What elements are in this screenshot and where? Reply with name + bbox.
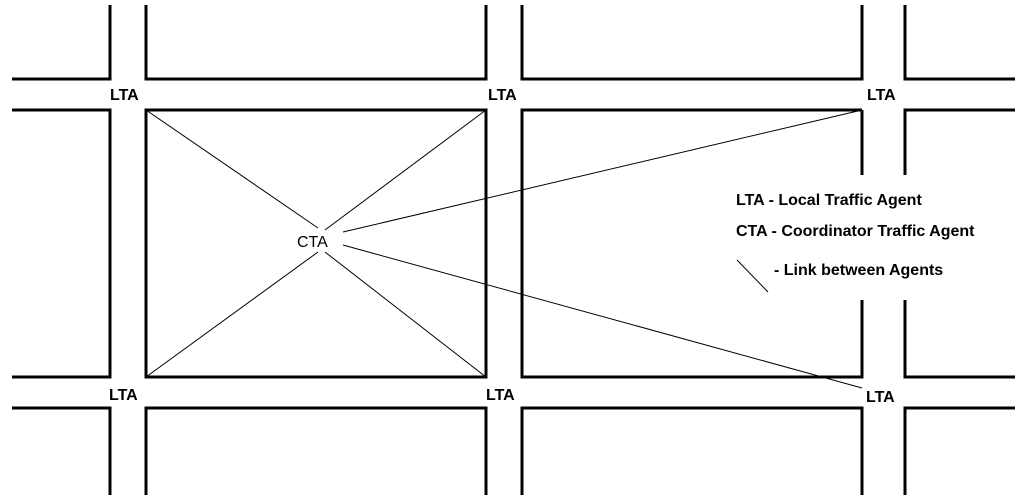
road-block-top-left [12, 5, 112, 81]
road-network [12, 5, 1015, 495]
legend-link-text: - Link between Agents [774, 262, 943, 279]
road-block-mid-center [144, 108, 488, 379]
legend-cta-text: CTA - Coordinator Traffic Agent [736, 223, 975, 240]
road-block-bottom-center [144, 406, 488, 495]
road-block-bottom-left [12, 406, 112, 495]
road-block-top-right-center [520, 5, 864, 81]
diagonal-line-icon [736, 259, 769, 293]
road-block-mid-right-center [520, 108, 864, 379]
lta-label-bottom-middle: LTA [486, 387, 515, 404]
road-block-mid-right [903, 108, 1015, 175]
lta-label-top-left: LTA [110, 87, 139, 104]
road-block-mid-left [12, 108, 112, 379]
lta-label-bottom-left: LTA [109, 387, 138, 404]
link-cta-lta-top-middle [324, 109, 487, 231]
link-cta-lta-top-right [342, 109, 863, 233]
road-block-top-right [903, 5, 1015, 81]
agent-links [145, 109, 863, 389]
lta-label-top-right: LTA [867, 87, 896, 104]
lta-label-top-middle: LTA [488, 87, 517, 104]
cta-label: CTA [297, 234, 328, 251]
link-cta-lta-bottom-middle [324, 251, 487, 378]
road-block-bottom-right-center [520, 406, 864, 495]
lta-label-bottom-right: LTA [866, 389, 895, 406]
road-block-bottom-right [903, 406, 1015, 495]
legend: LTA - Local Traffic Agent CTA - Coordina… [736, 192, 975, 293]
link-cta-lta-top-left [145, 109, 319, 229]
link-cta-lta-bottom-right [342, 244, 863, 389]
agent-labels: LTA LTA LTA CTA LTA LTA LTA [109, 87, 896, 406]
road-block-top-center [144, 5, 488, 81]
legend-lta-text: LTA - Local Traffic Agent [736, 192, 922, 209]
link-cta-lta-bottom-left [145, 251, 319, 378]
road-block-mid-right-lower [903, 300, 1015, 379]
